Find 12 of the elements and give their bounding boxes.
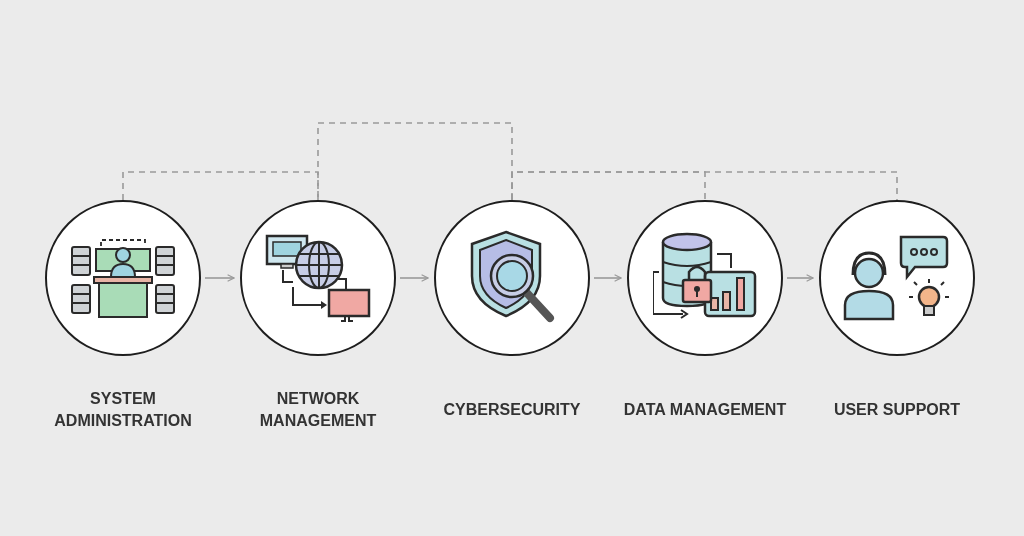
dashed-connector	[511, 171, 898, 201]
node-label: CYBERSECURITY	[443, 400, 581, 420]
dashed-connector	[317, 122, 513, 201]
arrow	[593, 274, 622, 282]
node-label: DATA MANAGEMENT	[623, 400, 787, 420]
dashed-connector	[122, 171, 319, 201]
arrow	[786, 274, 814, 282]
arrow	[204, 274, 235, 282]
node-label: USER SUPPORT	[833, 400, 961, 420]
arrow	[399, 274, 429, 282]
node-label: NETWORK MANAGEMENT	[258, 389, 378, 431]
node-label: SYSTEM ADMINISTRATION	[53, 389, 193, 431]
